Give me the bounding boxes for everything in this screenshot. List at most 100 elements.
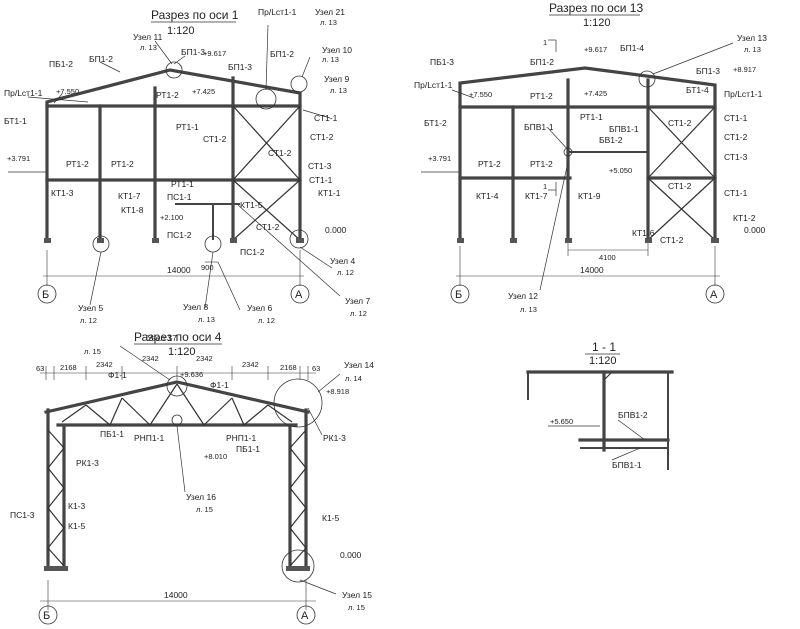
label: Узел 7 <box>345 296 370 306</box>
label: К1-3 <box>68 501 86 511</box>
label: БПВ1-2 <box>618 410 648 420</box>
dimension: 900 <box>201 263 214 272</box>
dimension: 2342 <box>196 354 213 363</box>
label: БП1-3 <box>696 66 720 76</box>
label: БП1-3 <box>228 62 252 72</box>
label: л. 15 <box>84 347 101 356</box>
label: Узел 6 <box>247 303 272 313</box>
label: КТ1-1 <box>318 188 341 198</box>
label: КТ1-2 <box>733 213 756 223</box>
label: +2.100 <box>160 213 183 222</box>
section-cut-1-1: 1 - 1 1:120 +5.650 БПВ1-2 БПВ1-1 <box>526 340 674 470</box>
label: РНП1-1 <box>226 433 256 443</box>
label: РТ1-1 <box>171 179 194 189</box>
label: СТ1-2 <box>268 148 292 158</box>
dimension: 2342 <box>242 360 259 369</box>
label: +7.550 <box>56 87 79 96</box>
label: РТ1-2 <box>530 159 553 169</box>
label: БПВ1-1 <box>609 124 639 134</box>
section-title: Разрез по оси 4 <box>134 330 222 344</box>
dimension: 4100 <box>599 253 616 262</box>
label: БП1-2 <box>270 49 294 59</box>
label: +9.617 <box>203 49 226 58</box>
cut-mark: 1 <box>543 182 547 191</box>
label: БТ1-2 <box>424 118 447 128</box>
label: Узел 15 <box>342 590 372 600</box>
label: л. 15 <box>196 505 213 514</box>
label: 0.000 <box>744 225 766 235</box>
label: РТ1-1 <box>176 122 199 132</box>
label: К1-5 <box>68 521 86 531</box>
label: РТ1-1 <box>580 112 603 122</box>
label: СТ1-2 <box>256 222 280 232</box>
label: ПБ1-1 <box>236 444 260 454</box>
label: Узел 5 <box>78 303 103 313</box>
axis-mark: А <box>301 610 309 622</box>
label: СТ1-1 <box>309 175 333 185</box>
label: ПС1-3 <box>10 510 35 520</box>
label: СТ1-2 <box>668 181 692 191</box>
label: +8.918 <box>326 387 349 396</box>
label: +3.791 <box>7 154 30 163</box>
section-title: Разрез по оси 13 <box>549 1 643 15</box>
label: +3.791 <box>428 154 451 163</box>
dimension: 14000 <box>167 265 191 275</box>
label: БПВ1-1 <box>612 460 642 470</box>
label: Узел 9 <box>324 74 349 84</box>
label: КТ1-9 <box>578 191 601 201</box>
label: Пр/Lст1-1 <box>4 88 43 98</box>
label: КТ1-4 <box>476 191 499 201</box>
label: л. 13 <box>198 315 215 324</box>
axis-mark: Б <box>43 610 50 622</box>
section-axis-4: Разрез по оси 4 1:120 Узел 17 л. 15 6 <box>10 330 374 625</box>
label: +7.550 <box>469 90 492 99</box>
label: Узел 13 <box>737 33 767 43</box>
label: СТ1-2 <box>668 118 692 128</box>
label: ПБ1-2 <box>49 59 73 69</box>
label: л. 13 <box>744 45 761 54</box>
label: л. 12 <box>337 268 354 277</box>
axis-mark: А <box>710 289 718 301</box>
label: РТ1-2 <box>156 90 179 100</box>
label: СТ1-3 <box>724 152 748 162</box>
label: л. 13 <box>520 305 537 314</box>
label: +7.425 <box>192 87 215 96</box>
axis-mark: А <box>295 289 303 301</box>
label: ПБ1-3 <box>430 57 454 67</box>
label: л. 12 <box>258 316 275 325</box>
label: СТ1-2 <box>203 134 227 144</box>
label: КТ1-6 <box>632 228 655 238</box>
label: Узел 4 <box>330 256 355 266</box>
label: Узел 8 <box>183 302 208 312</box>
label: Узел 10 <box>322 45 352 55</box>
label: Ф1-1 <box>108 370 127 380</box>
section-axis-1: Разрез по оси 1 1:120 Узел 11 л. 13 <box>4 7 370 325</box>
label: +5.050 <box>609 166 632 175</box>
label: БП1-2 <box>89 54 113 64</box>
label: РТ1-2 <box>111 159 134 169</box>
label: КТ1-7 <box>525 191 548 201</box>
dimension: 2342 <box>142 354 159 363</box>
label: л. 13 <box>320 18 337 27</box>
label: ПС1-1 <box>167 192 192 202</box>
label: СТ1-3 <box>308 161 332 171</box>
label: СТ1-1 <box>314 113 338 123</box>
label: СТ1-1 <box>724 188 748 198</box>
label: КТ1-7 <box>118 191 141 201</box>
label: РТ1-2 <box>66 159 89 169</box>
label: 0.000 <box>340 550 362 560</box>
label: БВ1-2 <box>599 135 623 145</box>
label: +7.425 <box>584 89 607 98</box>
label: Узел 16 <box>186 492 216 502</box>
dimension: 2168 <box>60 363 77 372</box>
label: +8.917 <box>733 65 756 74</box>
axis-mark: Б <box>455 289 462 301</box>
label: СТ1-2 <box>724 132 748 142</box>
section-scale: 1:120 <box>589 355 617 367</box>
section-scale: 1:120 <box>167 25 195 37</box>
label: БП1-4 <box>620 43 644 53</box>
label: Узел 17 <box>147 333 177 343</box>
label: БТ1-4 <box>686 85 709 95</box>
label: л. 12 <box>350 309 367 318</box>
